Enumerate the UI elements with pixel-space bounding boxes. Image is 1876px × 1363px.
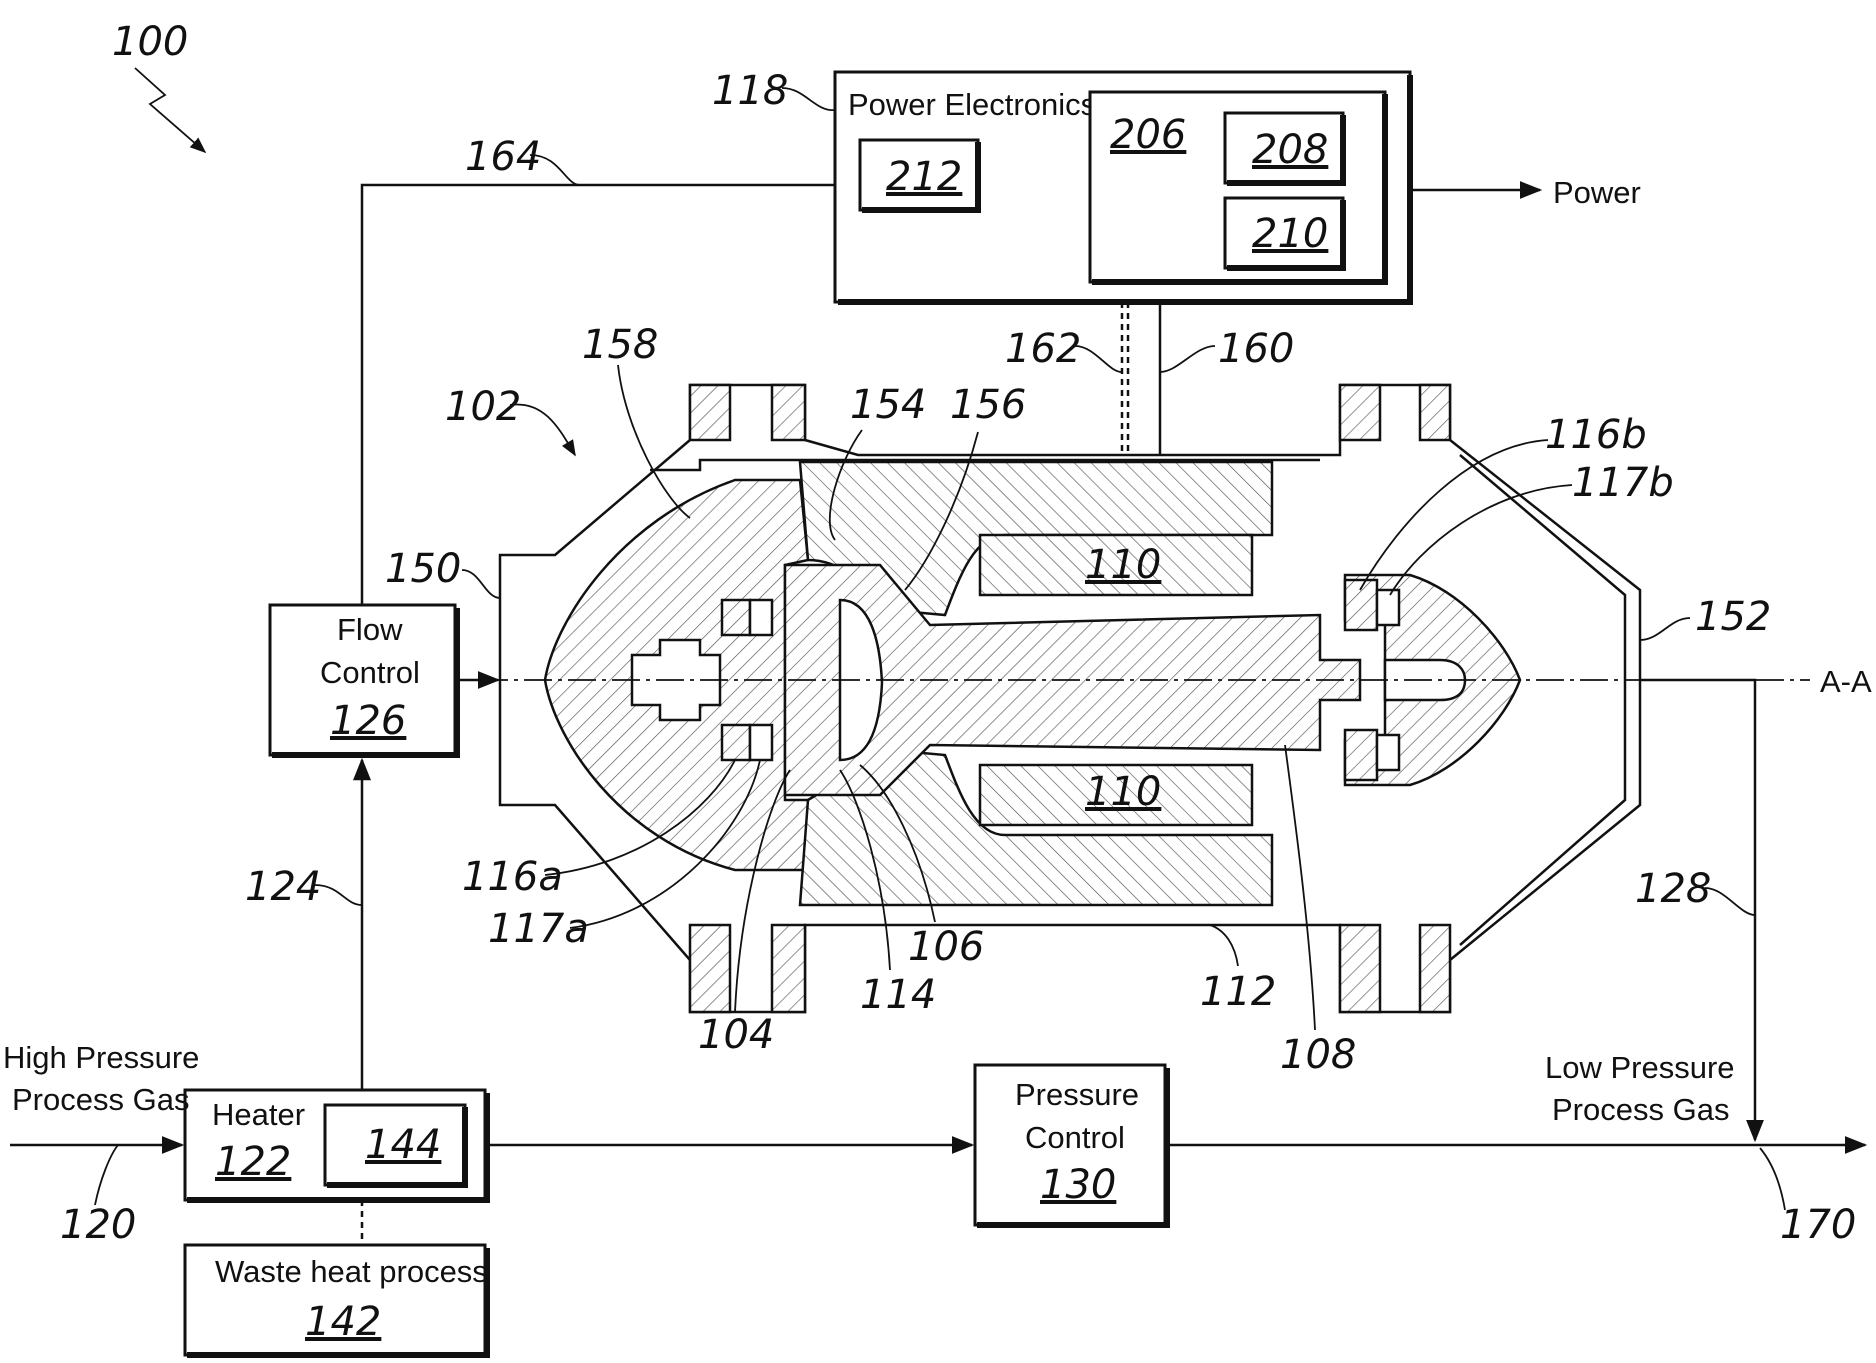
figure-ref-100: 100	[112, 19, 188, 65]
ref-108: 108	[1280, 1032, 1356, 1078]
waste-heat-box: Waste heat process 142	[185, 1245, 488, 1355]
bearing-117b-upper	[1377, 590, 1399, 625]
ref-118-leader	[782, 88, 835, 110]
ref-160: 160	[1218, 326, 1294, 372]
ref-128: 128	[1635, 866, 1711, 912]
flange-upper-right-a	[1340, 385, 1380, 440]
ref-152-leader	[1640, 618, 1690, 640]
ref-112-leader	[1210, 925, 1238, 966]
ref-112: 112	[1200, 969, 1276, 1015]
pressure-control-box: Pressure Control 130	[975, 1065, 1167, 1225]
inlet-label-line1: High Pressure	[3, 1040, 199, 1075]
ref-124-leader	[315, 885, 362, 905]
heater-box: Heater 122 144	[185, 1090, 487, 1200]
ref-210: 210	[1252, 211, 1328, 257]
outlet-label-line2: Process Gas	[1552, 1092, 1729, 1127]
ref-162: 162	[1005, 326, 1081, 372]
ref-158: 158	[582, 322, 658, 368]
figure-ref-leader	[135, 68, 205, 152]
ref-128-leader	[1705, 888, 1755, 915]
ref-150: 150	[385, 546, 461, 592]
ref-110-upper: 110	[1085, 542, 1161, 588]
ref-118: 118	[712, 68, 788, 114]
bearing-116a-lower	[722, 725, 750, 760]
flow-control-line1: Flow	[337, 612, 403, 647]
pressure-control-line1: Pressure	[1015, 1077, 1139, 1112]
ref-116a: 116a	[462, 854, 563, 900]
ref-158-leader	[618, 365, 690, 518]
ref-144: 144	[365, 1122, 441, 1168]
flow-control-line2: Control	[320, 655, 420, 690]
bearing-117a-upper	[750, 600, 772, 635]
ref-160-leader	[1160, 346, 1215, 372]
flow-control-box: Flow Control 126	[270, 605, 457, 755]
turbine-assembly	[500, 385, 1640, 1012]
ref-114: 114	[860, 972, 936, 1018]
ref-120-leader	[95, 1145, 118, 1205]
bearing-116a-upper	[722, 600, 750, 635]
ref-110-lower: 110	[1085, 769, 1161, 815]
ref-130: 130	[1040, 1162, 1116, 1208]
ref-206: 206	[1110, 112, 1186, 158]
bearing-117a-lower	[750, 725, 772, 760]
flange-lower-right-b	[1420, 925, 1450, 1012]
ref-170-leader	[1760, 1148, 1785, 1210]
pressure-control-line2: Control	[1025, 1120, 1125, 1155]
ref-152: 152	[1695, 594, 1771, 640]
ref-116b: 116b	[1545, 412, 1647, 458]
flange-upper-left-b	[772, 385, 805, 440]
ref-124: 124	[245, 864, 321, 910]
ref-126: 126	[330, 698, 406, 744]
ref-156: 156	[950, 382, 1026, 428]
outlet-label-line1: Low Pressure	[1545, 1050, 1735, 1085]
heater-title: Heater	[212, 1097, 305, 1132]
ref-122: 122	[215, 1139, 291, 1185]
ref-208: 208	[1252, 127, 1328, 173]
ref-212: 212	[886, 154, 962, 200]
ref-106: 106	[908, 924, 984, 970]
ref-142: 142	[305, 1299, 381, 1345]
power-electronics-box: Power Electronics 212 206 208 210	[835, 72, 1410, 302]
power-electronics-title: Power Electronics	[848, 87, 1096, 122]
waste-heat-title: Waste heat process	[215, 1254, 488, 1289]
ref-150-leader	[462, 570, 500, 598]
ref-104: 104	[698, 1012, 774, 1058]
ref-164: 164	[465, 134, 541, 180]
flange-upper-right-b	[1420, 385, 1450, 440]
ref-108-leader	[1285, 745, 1315, 1030]
power-label: Power	[1553, 175, 1641, 210]
ref-102: 102	[445, 384, 521, 430]
ref-170: 170	[1780, 1202, 1856, 1248]
flange-upper-left-a	[690, 385, 730, 440]
ref-117a: 117a	[488, 906, 589, 952]
bearing-117b-lower	[1377, 735, 1399, 770]
flange-lower-left-a	[690, 925, 730, 1012]
flange-lower-right-a	[1340, 925, 1380, 1012]
ref-162-leader	[1075, 346, 1122, 372]
ref-154: 154	[850, 382, 926, 428]
ref-120: 120	[60, 1202, 136, 1248]
ref-117b: 117b	[1572, 460, 1674, 506]
bearing-116b-lower	[1345, 730, 1377, 780]
ref-116b-leader	[1360, 440, 1548, 590]
inlet-label-line2: Process Gas	[12, 1082, 189, 1117]
flange-lower-left-b	[772, 925, 805, 1012]
axis-label: A-A	[1820, 664, 1872, 699]
